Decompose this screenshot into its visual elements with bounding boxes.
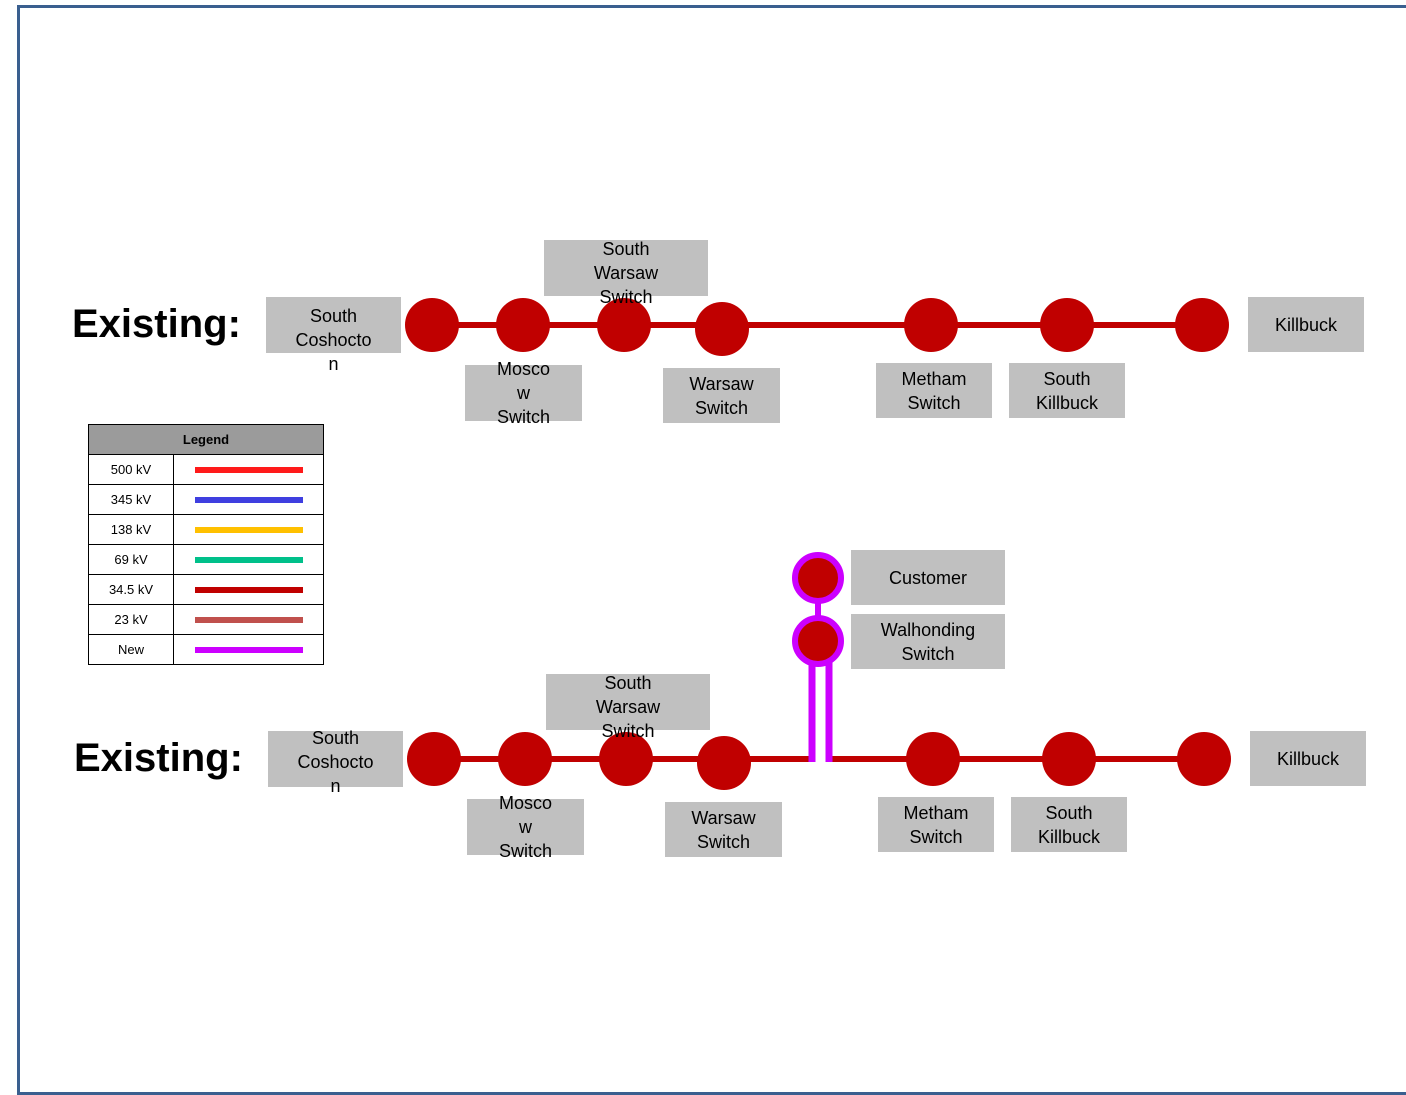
legend-row: 345 kV [88, 484, 324, 515]
legend-swatch [194, 646, 303, 653]
legend-swatch [194, 556, 303, 563]
label-metham-switch: Metham Switch [876, 363, 992, 418]
node-walhonding-switch [792, 615, 844, 667]
legend-swatch [194, 466, 303, 473]
diagram-heading-top: Existing: [72, 302, 241, 346]
legend-title: Legend [88, 424, 324, 455]
node-customer [792, 552, 844, 604]
legend-label: 34.5 kV [88, 574, 174, 605]
legend-label: New [88, 634, 174, 665]
legend-swatch [194, 586, 303, 593]
label-moscow-switch: Mosco w Switch [465, 359, 582, 427]
legend-swatch [194, 496, 303, 503]
label-south-coshocton: South Coshocto n [266, 297, 401, 374]
legend-row: 23 kV [88, 604, 324, 635]
legend-row: 500 kV [88, 454, 324, 485]
node-moscow-switch [498, 732, 552, 786]
node-warsaw-switch [697, 736, 751, 790]
legend-label: 500 kV [88, 454, 174, 485]
node-south-killbuck [1042, 732, 1096, 786]
node-south-coshocton [405, 298, 459, 352]
legend-swatch [194, 616, 303, 623]
node-killbuck [1177, 732, 1231, 786]
label-warsaw-switch: Warsaw Switch [665, 802, 782, 857]
label-warsaw-switch: Warsaw Switch [663, 368, 780, 423]
node-warsaw-switch [695, 302, 749, 356]
legend-table: Legend 500 kV 345 kV 138 kV 69 kV 34.5 k… [88, 424, 324, 665]
label-moscow-switch: Mosco w Switch [467, 793, 584, 861]
legend-label: 23 kV [88, 604, 174, 635]
label-south-coshocton: South Coshocto n [268, 728, 403, 796]
legend-row: 69 kV [88, 544, 324, 575]
label-customer: Customer [851, 550, 1005, 605]
node-metham-switch [906, 732, 960, 786]
label-south-warsaw-switch: South Warsaw Switch [546, 673, 710, 741]
legend-label: 69 kV [88, 544, 174, 575]
label-killbuck: Killbuck [1250, 731, 1366, 786]
label-south-killbuck: South Killbuck [1011, 797, 1127, 852]
node-killbuck [1175, 298, 1229, 352]
node-moscow-switch [496, 298, 550, 352]
node-south-warsaw-switch [599, 732, 653, 786]
label-south-warsaw-switch: South Warsaw Switch [544, 239, 708, 307]
diagram-heading-bottom: Existing: [74, 736, 243, 780]
label-south-killbuck: South Killbuck [1009, 363, 1125, 418]
node-metham-switch [904, 298, 958, 352]
node-south-warsaw-switch [597, 298, 651, 352]
label-metham-switch: Metham Switch [878, 797, 994, 852]
legend-label: 345 kV [88, 484, 174, 515]
legend-swatch [194, 526, 303, 533]
legend-row: 138 kV [88, 514, 324, 545]
legend-row: 34.5 kV [88, 574, 324, 605]
node-south-coshocton [407, 732, 461, 786]
legend-row: New [88, 634, 324, 665]
node-south-killbuck [1040, 298, 1094, 352]
legend-label: 138 kV [88, 514, 174, 545]
label-walhonding-switch: Walhonding Switch [851, 614, 1005, 669]
label-killbuck: Killbuck [1248, 297, 1364, 352]
